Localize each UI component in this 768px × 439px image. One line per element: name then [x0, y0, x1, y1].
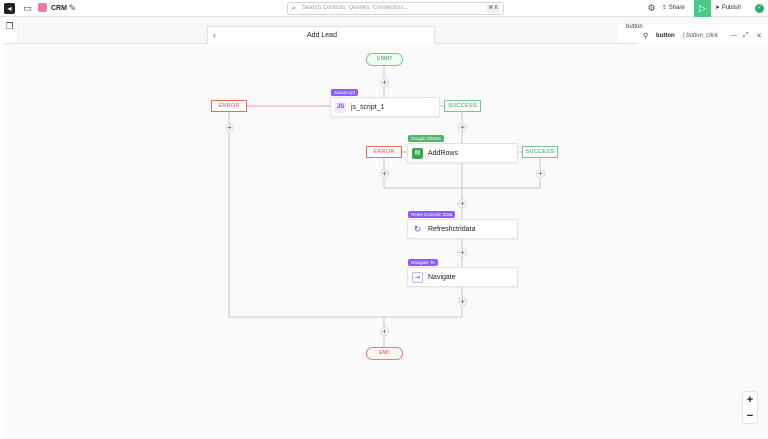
- navigate-icon: ⇥: [412, 272, 423, 283]
- minimize-icon[interactable]: —: [730, 32, 737, 39]
- edit-pencil-icon[interactable]: ✎: [68, 3, 77, 13]
- add-step-button[interactable]: +: [536, 169, 545, 178]
- node-type-badge: Navigate To: [408, 259, 438, 266]
- top-toolbar: ◂ ▭ CRM ✎ ⌕ Search Controls, Queries, Co…: [0, 0, 768, 17]
- comment-icon[interactable]: ▭: [23, 3, 32, 13]
- publish-button[interactable]: ➤ Publish: [715, 5, 742, 11]
- zoom-in-button[interactable]: +: [746, 394, 754, 406]
- success-branch-tag: SUCCESS: [444, 100, 481, 112]
- search-icon: ⌕: [292, 5, 296, 12]
- publish-label: Publish: [721, 5, 742, 11]
- js-script-node[interactable]: JavaScript JS js_script_1: [330, 89, 440, 117]
- end-node: END: [366, 347, 403, 360]
- component-tab[interactable]: button: [626, 24, 643, 30]
- add-step-button[interactable]: +: [458, 297, 467, 306]
- add-step-button[interactable]: +: [458, 123, 467, 132]
- event-header: ⚲ button | button_click — ⤢ ✕: [638, 31, 768, 44]
- run-button[interactable]: ▷: [694, 0, 711, 17]
- app-name: CRM: [51, 5, 67, 12]
- add-step-button[interactable]: +: [225, 123, 234, 132]
- start-node: START: [366, 53, 403, 66]
- node-type-badge: Reset Controls' Data: [408, 211, 456, 218]
- javascript-icon: JS: [335, 102, 346, 113]
- search-shortcut-badge: ⌘ K: [486, 4, 500, 13]
- event-name: | button_click: [683, 33, 718, 39]
- close-icon[interactable]: ✕: [756, 33, 762, 40]
- node-label: js_script_1: [351, 104, 385, 111]
- node-label: Navigate: [428, 274, 456, 281]
- error-branch-tag: ERROR: [366, 146, 402, 158]
- modal-header: ‹ Add Lead: [207, 26, 435, 44]
- search-input[interactable]: ⌕ Search Controls, Queries, Connectors..…: [287, 2, 504, 15]
- search-placeholder: Search Controls, Queries, Connectors...: [302, 5, 409, 11]
- pin-icon[interactable]: ⚲: [643, 33, 649, 40]
- share-button[interactable]: ⇪ Share: [662, 5, 685, 11]
- pages-icon[interactable]: ❐: [5, 21, 14, 31]
- event-name-text: button_click: [686, 33, 718, 39]
- add-step-button[interactable]: +: [458, 199, 467, 208]
- reset-controls-node[interactable]: Reset Controls' Data ↻ Refreshctrldata: [407, 211, 518, 239]
- add-step-button[interactable]: +: [458, 248, 467, 257]
- share-label: Share: [668, 5, 685, 11]
- navigate-node[interactable]: Navigate To ⇥ Navigate: [407, 259, 518, 287]
- back-icon[interactable]: ◂: [4, 3, 15, 14]
- modal-title: Add Lead: [307, 32, 337, 39]
- chevron-left-icon[interactable]: ‹: [213, 30, 216, 40]
- error-branch-tag: ERROR: [211, 100, 247, 112]
- node-type-badge: Google Sheets: [408, 135, 444, 142]
- add-rows-node[interactable]: Google Sheets ▤ AddRows: [407, 135, 518, 163]
- zoom-controls: + −: [742, 391, 758, 424]
- settings-gear-icon[interactable]: ⚙: [647, 3, 656, 13]
- zoom-out-button[interactable]: −: [746, 410, 754, 422]
- refresh-icon: ↻: [413, 224, 422, 234]
- node-label: AddRows: [428, 150, 458, 157]
- play-icon: ▷: [699, 3, 706, 13]
- add-step-button[interactable]: +: [380, 78, 389, 87]
- success-branch-tag: SUCCESS: [522, 146, 558, 158]
- component-name: button: [656, 33, 675, 39]
- add-step-button[interactable]: +: [380, 169, 389, 178]
- app-logo: [38, 3, 47, 12]
- expand-icon[interactable]: ⤢: [743, 32, 749, 39]
- node-label: Refreshctrldata: [428, 226, 476, 233]
- node-type-badge: JavaScript: [331, 89, 359, 96]
- add-step-button[interactable]: +: [380, 327, 389, 336]
- google-sheets-icon: ▤: [412, 148, 423, 159]
- check-status-icon: ✓: [755, 4, 764, 13]
